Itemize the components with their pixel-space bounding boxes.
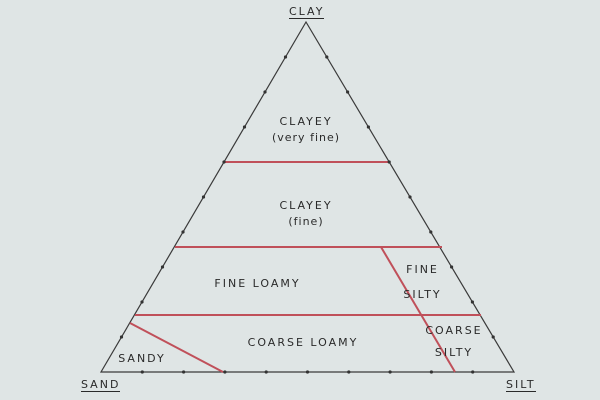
triangle-outline bbox=[99, 20, 516, 373]
tick-mark bbox=[140, 300, 144, 304]
tick-mark bbox=[388, 370, 392, 374]
tick-mark bbox=[471, 370, 475, 374]
tick-mark bbox=[491, 335, 495, 339]
region-coarse-loamy: COARSE LOAMY bbox=[247, 336, 359, 349]
region-clayey-very-fine: CLAYEY (very fine) bbox=[256, 115, 356, 144]
tick-mark bbox=[470, 300, 474, 304]
region-name: CLAYEY bbox=[279, 199, 333, 212]
tick-mark bbox=[264, 370, 268, 374]
region-name: CLAYEY bbox=[279, 115, 333, 128]
tick-mark bbox=[140, 370, 144, 374]
tick-mark bbox=[408, 195, 412, 199]
tick-mark bbox=[119, 335, 124, 339]
tick-mark bbox=[429, 370, 433, 374]
tick-mark bbox=[160, 265, 165, 269]
region-coarse-silty: COARSE SILTY bbox=[418, 324, 490, 359]
tick-mark bbox=[242, 125, 247, 129]
tick-mark bbox=[182, 370, 186, 374]
region-line2: SILTY bbox=[434, 346, 474, 359]
tick-mark bbox=[387, 160, 391, 164]
tick-mark bbox=[283, 55, 288, 59]
region-line1: COARSE bbox=[425, 324, 483, 337]
region-fine-silty: FINE SILTY bbox=[395, 263, 450, 301]
corner-label-silt: SILT bbox=[506, 378, 536, 392]
tick-mark bbox=[450, 265, 454, 269]
corner-label-clay: CLAY bbox=[289, 5, 325, 19]
tick-mark bbox=[305, 370, 310, 374]
tick-mark bbox=[263, 90, 267, 94]
corner-label-sand: SAND bbox=[81, 378, 121, 392]
region-line1: FINE bbox=[406, 263, 439, 276]
region-clayey-fine: CLAYEY (fine) bbox=[256, 199, 356, 228]
tick-mark bbox=[429, 230, 433, 234]
region-sandy: SANDY bbox=[118, 352, 166, 365]
region-fine-loamy: FINE LOAMY bbox=[214, 277, 301, 290]
tick-mark bbox=[222, 160, 226, 164]
boundary-silty bbox=[380, 246, 456, 373]
boundary-sandy bbox=[129, 322, 224, 373]
region-sub: (very fine) bbox=[271, 131, 341, 144]
tick-mark bbox=[181, 230, 185, 234]
tick-mark bbox=[325, 55, 329, 59]
tick-mark bbox=[201, 195, 206, 199]
tick-mark bbox=[223, 370, 227, 374]
tick-mark bbox=[366, 125, 370, 129]
tick-mark bbox=[346, 90, 350, 94]
tick-marks bbox=[119, 55, 495, 374]
region-sub: (fine) bbox=[288, 215, 324, 228]
tick-mark bbox=[347, 370, 351, 374]
region-line2: SILTY bbox=[403, 288, 442, 301]
